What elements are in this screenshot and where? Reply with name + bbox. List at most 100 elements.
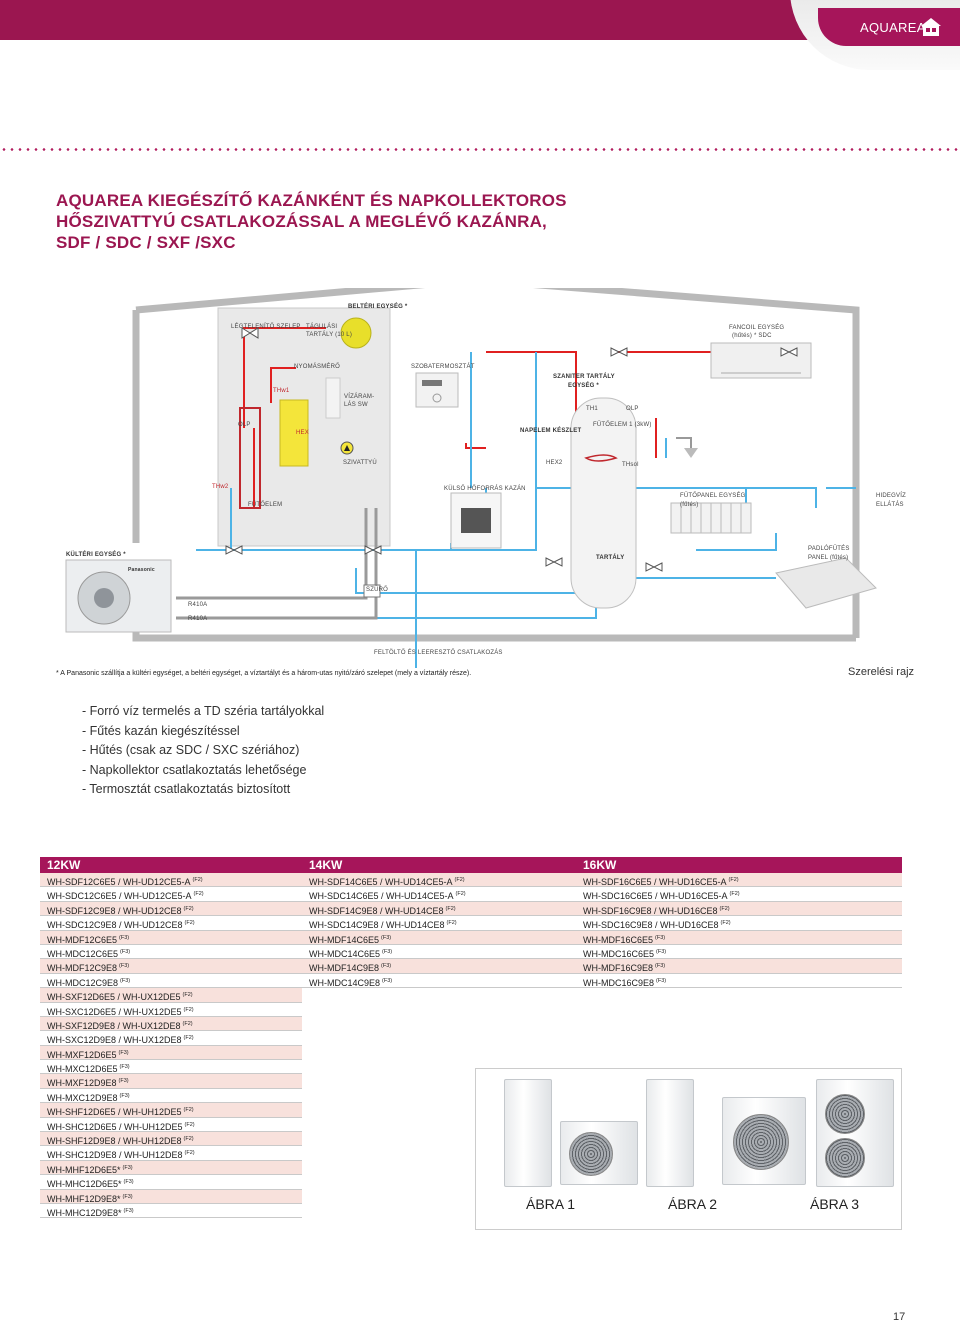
page-title: AQUAREA KIEGÉSZÍTŐ KAZÁNKÉNT ÉS NAPKOLLE… bbox=[56, 190, 616, 253]
model-note: (F3) bbox=[120, 948, 131, 955]
model-note: (F2) bbox=[729, 891, 740, 898]
label-szuro: SZŰRŐ bbox=[366, 587, 388, 593]
model-note: (F3) bbox=[123, 1179, 134, 1186]
table-row: WH-MDF16C9E8(F3) bbox=[576, 959, 902, 974]
model-name: WH-SHF12D6E5 / WH-UH12DE5 bbox=[47, 1107, 182, 1118]
model-note: (F2) bbox=[719, 905, 730, 912]
column-header: 16KW bbox=[576, 857, 902, 873]
label-futopanel: FŰTŐPANEL EGYSÉG bbox=[680, 493, 746, 499]
model-name: WH-MHC12D6E5* bbox=[47, 1179, 122, 1190]
label-napelem: NAPELEM KÉSZLET bbox=[520, 428, 582, 434]
model-name: WH-MDF12C9E8 bbox=[47, 963, 118, 974]
indoor-unit-image-2 bbox=[646, 1079, 694, 1187]
model-note: (F3) bbox=[656, 948, 667, 955]
table-row: WH-SDF14C9E8 / WH-UD14CE8(F2) bbox=[302, 901, 576, 917]
table-row: WH-MDF12C9E8(F3) bbox=[40, 959, 302, 974]
model-name: WH-SDC14C9E8 / WH-UD14CE8 bbox=[309, 920, 445, 931]
model-name: WH-MXF12D9E8 bbox=[47, 1078, 117, 1089]
table-row: WH-MXC12D9E8(F3) bbox=[40, 1089, 302, 1104]
table-row: WH-MHF12D6E5*(F3) bbox=[40, 1160, 302, 1176]
feature-list: - Forró víz termelés a TD széria tartály… bbox=[82, 702, 324, 800]
model-note: (F3) bbox=[119, 963, 130, 970]
model-note: (F2) bbox=[446, 920, 457, 927]
model-note: (F3) bbox=[655, 934, 666, 941]
table-row: WH-SHC12D9E8 / WH-UH12DE8(F2) bbox=[40, 1146, 302, 1161]
model-note: (F2) bbox=[183, 905, 194, 912]
model-name: WH-MDF14C6E5 bbox=[309, 934, 380, 945]
table-row: WH-MXF12D6E5(F3) bbox=[40, 1045, 302, 1061]
model-name: WH-SHC12D6E5 / WH-UH12DE5 bbox=[47, 1121, 183, 1132]
product-image-panel bbox=[475, 1068, 902, 1230]
model-name: WH-MHF12D9E8* bbox=[47, 1193, 121, 1204]
table-row: WH-MXF12D9E8(F3) bbox=[40, 1074, 302, 1089]
label-thw2: THw2 bbox=[212, 484, 229, 490]
feature-item: - Fűtés kazán kiegészítéssel bbox=[82, 723, 240, 738]
table-row: WH-SDF12C9E8 / WH-UD12CE8(F2) bbox=[40, 901, 302, 917]
model-name: WH-SDF14C6E5 / WH-UD14CE5-A bbox=[309, 877, 453, 887]
table-row: WH-MXC12D6E5(F3) bbox=[40, 1060, 302, 1075]
table-row: WH-SDC14C9E8 / WH-UD14CE8(F2) bbox=[302, 916, 576, 931]
table-row: WH-SDC16C6E5 / WH-UD16CE5-A(F2) bbox=[576, 887, 902, 902]
house-icon[interactable] bbox=[920, 17, 942, 37]
table-row: WH-SXF12D9E8 / WH-UX12DE8(F2) bbox=[40, 1016, 302, 1032]
table-row: WH-MDC14C9E8(F3) bbox=[302, 974, 576, 989]
table-row: WH-SXC12D9E8 / WH-UX12DE8(F2) bbox=[40, 1031, 302, 1046]
label-th1: TH1 bbox=[586, 406, 598, 412]
table-row: WH-MHF12D9E8*(F3) bbox=[40, 1189, 302, 1204]
label-fancoil-2: (hűtés) * SDC bbox=[732, 333, 772, 339]
model-note: (F2) bbox=[183, 1136, 194, 1143]
model-name: WH-SXC12D9E8 / WH-UX12DE8 bbox=[47, 1035, 182, 1046]
table-row: WH-SDC16C9E8 / WH-UD16CE8(F2) bbox=[576, 916, 902, 931]
model-name: WH-SXF12D6E5 / WH-UX12DE5 bbox=[47, 992, 181, 1003]
model-note: (F2) bbox=[183, 1035, 194, 1042]
model-note: (F2) bbox=[182, 1020, 193, 1027]
model-name: WH-MDC16C6E5 bbox=[583, 948, 655, 959]
table-row: WH-SDC12C6E5 / WH-UD12CE5-A(F2) bbox=[40, 887, 302, 902]
model-note: (F2) bbox=[182, 992, 193, 999]
brand-name: AQUAREA bbox=[860, 20, 926, 35]
table-row: WH-SXC12D6E5 / WH-UX12DE5(F2) bbox=[40, 1003, 302, 1017]
label-olp-left: OLP bbox=[238, 422, 251, 428]
model-note: (F2) bbox=[184, 1121, 195, 1128]
model-note: (F2) bbox=[192, 877, 203, 883]
outdoor-unit-image-small bbox=[560, 1121, 638, 1185]
table-row: WH-SDC12C9E8 / WH-UD12CE8(F2) bbox=[40, 916, 302, 931]
model-note: (F2) bbox=[184, 1150, 195, 1157]
model-name: WH-SDC16C6E5 / WH-UD16CE5-A bbox=[583, 891, 728, 902]
table-row: WH-SHF12D6E5 / WH-UH12DE5(F2) bbox=[40, 1103, 302, 1118]
model-note: (F2) bbox=[720, 920, 731, 927]
model-note: (F2) bbox=[193, 891, 204, 898]
label-nyomasmero: NYOMÁSMÉRŐ bbox=[294, 364, 341, 370]
model-name: WH-MDC16C9E8 bbox=[583, 977, 655, 988]
title-line-3: SDF / SDC / SXF /SXC bbox=[56, 233, 236, 252]
label-hex: HEX bbox=[296, 430, 309, 436]
feature-item: - Hűtés (csak az SDC / SXC szériához) bbox=[82, 743, 300, 757]
figure-label-1: ÁBRA 1 bbox=[526, 1196, 576, 1212]
model-note: (F3) bbox=[382, 977, 393, 984]
model-name: WH-MDF12C6E5 bbox=[47, 934, 118, 945]
table-row: WH-MDF12C6E5(F3) bbox=[40, 930, 302, 945]
diagram-drawing bbox=[65, 288, 877, 668]
label-szobatermosztat: SZOBATERMOSZTÁT bbox=[411, 364, 475, 370]
column-header: 14KW bbox=[302, 857, 576, 873]
model-note: (F2) bbox=[455, 891, 466, 898]
model-note: (F3) bbox=[119, 934, 130, 941]
column-header: 12KW bbox=[40, 857, 302, 873]
title-line-1: AQUAREA KIEGÉSZÍTŐ KAZÁNKÉNT ÉS NAPKOLLE… bbox=[56, 191, 567, 210]
model-name: WH-SDF16C6E5 / WH-UD16CE5-A bbox=[583, 877, 727, 887]
model-note: (F2) bbox=[184, 920, 195, 927]
figure-label-3: ÁBRA 3 bbox=[810, 1196, 860, 1212]
model-name: WH-SHF12D9E8 / WH-UH12DE8 bbox=[47, 1136, 182, 1147]
table-row: WH-MHC12D9E8*(F3) bbox=[40, 1204, 302, 1219]
label-futoelem: FŰTŐELEM bbox=[248, 502, 283, 508]
model-name: WH-SDF12C6E5 / WH-UD12CE5-A bbox=[47, 877, 191, 887]
model-name: WH-MDC14C9E8 bbox=[309, 977, 381, 988]
label-r410a-1: R410A bbox=[188, 602, 208, 608]
label-padlofutes: PADLÓFŰTÉS bbox=[808, 546, 850, 552]
model-note: (F3) bbox=[382, 948, 393, 955]
label-szaniter-2: EGYSÉG * bbox=[568, 383, 599, 389]
label-hidegviz: HIDEGVÍZ bbox=[876, 493, 906, 499]
